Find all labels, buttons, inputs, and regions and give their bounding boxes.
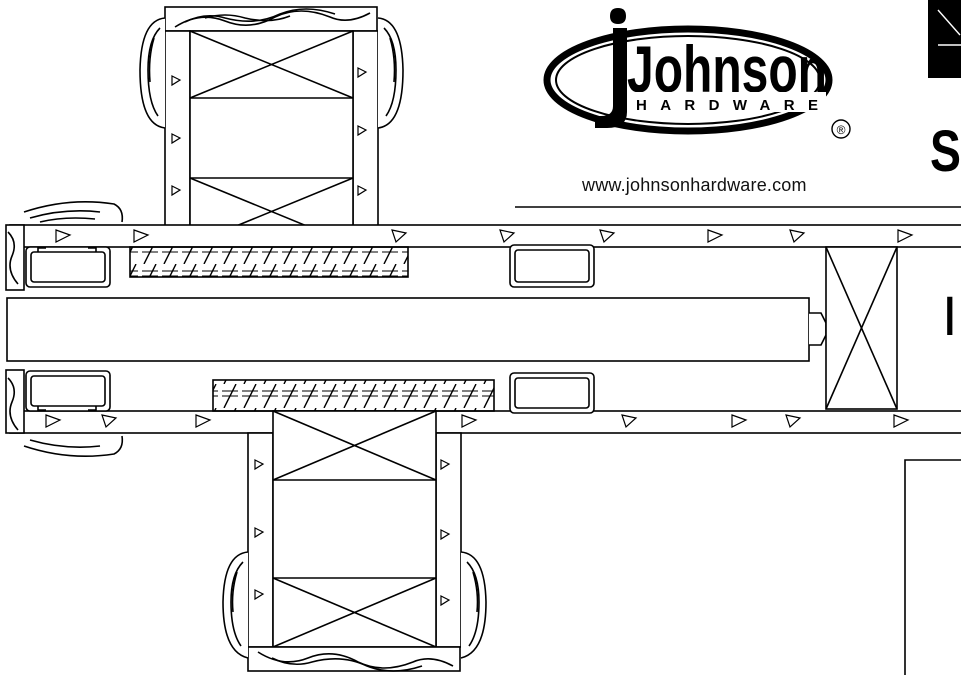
lower-track-member xyxy=(5,369,961,458)
upper-right-hanger xyxy=(509,244,595,288)
lower-hatched-track xyxy=(212,379,495,412)
registered-mark: ® xyxy=(837,123,846,137)
right-stop-block xyxy=(825,246,898,410)
johnson-hardware-logo: Johnson HARDWARE ® xyxy=(543,8,851,139)
corner-tab xyxy=(928,0,961,78)
bottom-door-assembly xyxy=(222,410,487,672)
lower-left-hanger xyxy=(25,370,111,412)
bottom-right-panel xyxy=(904,459,961,675)
heading-fragment-i: I xyxy=(942,284,958,347)
central-rail xyxy=(6,297,827,362)
upper-track-member xyxy=(5,200,961,291)
heading-fragment-s: S xyxy=(930,119,961,184)
upper-hatched-track xyxy=(129,246,409,278)
upper-left-hanger xyxy=(25,246,111,288)
top-door-assembly xyxy=(139,6,404,246)
website-url[interactable]: www.johnsonhardware.com xyxy=(582,175,807,195)
lower-right-hanger xyxy=(509,372,595,414)
